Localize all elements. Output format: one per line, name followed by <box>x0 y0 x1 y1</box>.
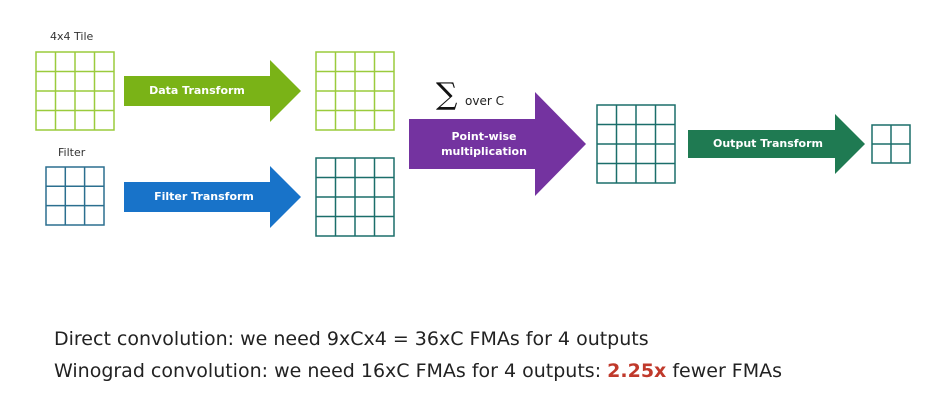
output-transform-arrow <box>688 114 865 174</box>
filter-transform-arrow <box>124 166 301 228</box>
filter-grid <box>45 166 105 226</box>
input-tile-grid <box>35 51 115 131</box>
product-grid <box>596 104 676 184</box>
winograd-suffix: fewer FMAs <box>666 360 783 382</box>
filter-transform-label: Filter Transform <box>154 189 254 203</box>
data-transform-label: Data Transform <box>149 83 245 97</box>
transformed-data-grid <box>315 51 395 131</box>
pointwise-label: Point-wise multiplication <box>409 124 559 166</box>
data-transform-arrow <box>124 60 301 122</box>
pointwise-line-1: Point-wise <box>451 130 517 144</box>
winograd-prefix: Winograd convolution: we need 16xC FMAs … <box>54 360 608 382</box>
over-c-label: over C <box>465 94 504 108</box>
tile-label: 4x4 Tile <box>50 30 94 43</box>
pointwise-line-2: multiplication <box>441 145 527 158</box>
output-transform-label: Output Transform <box>713 136 823 150</box>
winograd-factor: 2.25x <box>607 360 667 382</box>
transformed-filter-grid <box>315 157 395 237</box>
winograd-convolution-text: Winograd convolution: we need 16xC FMAs … <box>54 360 782 382</box>
pointwise-arrow <box>409 92 586 196</box>
direct-convolution-text: Direct convolution: we need 9xCx4 = 36xC… <box>54 328 649 350</box>
sigma-symbol: ∑ <box>436 77 458 112</box>
output-grid <box>871 124 911 164</box>
filter-label: Filter <box>58 146 86 159</box>
